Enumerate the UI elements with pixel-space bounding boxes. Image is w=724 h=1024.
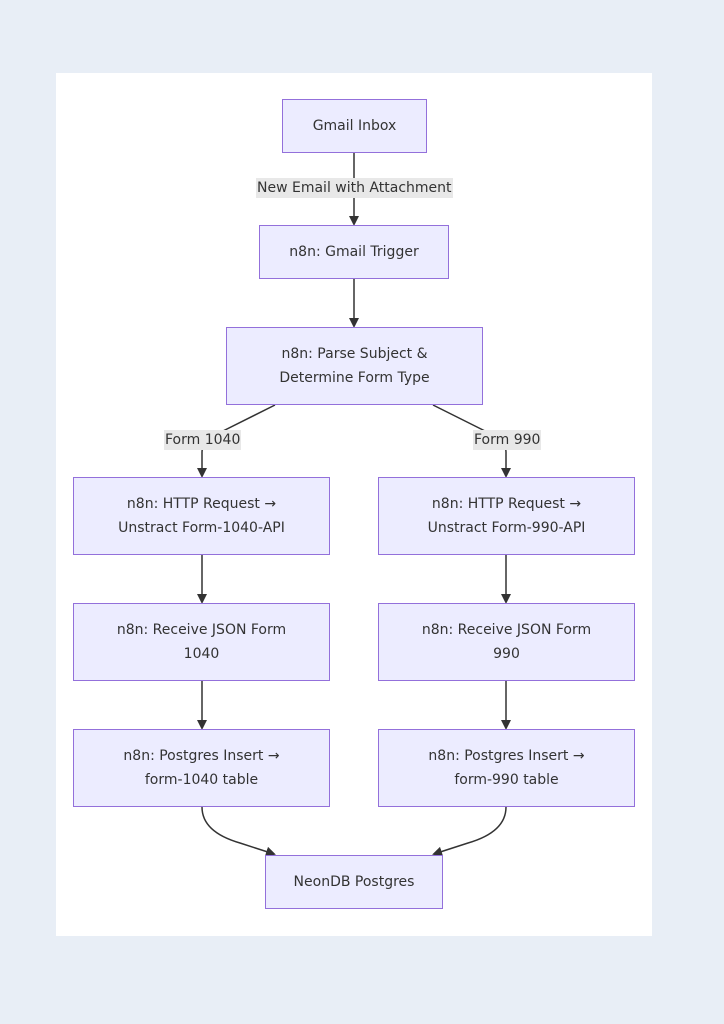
edge-pg990-to-neondb <box>432 806 507 857</box>
node-label: NeonDB Postgres <box>293 874 415 890</box>
node-postgres-insert-990[interactable]: n8n: Postgres Insert → form-990 table <box>378 729 635 807</box>
node-label-line2: 990 <box>493 646 520 662</box>
node-label-line2: Determine Form Type <box>279 370 430 386</box>
node-neondb-postgres[interactable]: NeonDB Postgres <box>265 855 443 909</box>
node-receive-json-1040[interactable]: n8n: Receive JSON Form 1040 <box>73 603 330 681</box>
edge-pg1040-to-neondb <box>201 806 276 857</box>
node-gmail-trigger[interactable]: n8n: Gmail Trigger <box>259 225 449 279</box>
node-receive-json-990[interactable]: n8n: Receive JSON Form 990 <box>378 603 635 681</box>
node-http-request-1040[interactable]: n8n: HTTP Request → Unstract Form-1040-A… <box>73 477 330 555</box>
node-label-line2: Unstract Form-990-API <box>427 520 586 536</box>
edge-label-form-990: Form 990 <box>473 430 542 450</box>
edge-label-form-1040: Form 1040 <box>164 430 242 450</box>
node-label-line2: form-990 table <box>454 772 559 788</box>
node-label-line1: n8n: Postgres Insert → <box>123 748 280 764</box>
node-label: n8n: Gmail Trigger <box>289 244 419 260</box>
node-label-line1: n8n: HTTP Request → <box>126 496 277 512</box>
node-label: Gmail Inbox <box>312 118 397 134</box>
node-label-line1: n8n: Receive JSON Form <box>421 622 592 638</box>
node-label-line1: n8n: Receive JSON Form <box>116 622 287 638</box>
node-label-line1: n8n: Parse Subject & <box>281 346 428 362</box>
node-label-line2: 1040 <box>183 646 220 662</box>
edge-label-new-email: New Email with Attachment <box>256 178 453 198</box>
node-label-line2: Unstract Form-1040-API <box>118 520 285 536</box>
node-label-line2: form-1040 table <box>144 772 259 788</box>
node-http-request-990[interactable]: n8n: HTTP Request → Unstract Form-990-AP… <box>378 477 635 555</box>
node-postgres-insert-1040[interactable]: n8n: Postgres Insert → form-1040 table <box>73 729 330 807</box>
node-label-line1: n8n: HTTP Request → <box>431 496 582 512</box>
node-label-line1: n8n: Postgres Insert → <box>428 748 585 764</box>
node-parse-subject[interactable]: n8n: Parse Subject & Determine Form Type <box>226 327 483 405</box>
node-gmail-inbox[interactable]: Gmail Inbox <box>282 99 427 153</box>
